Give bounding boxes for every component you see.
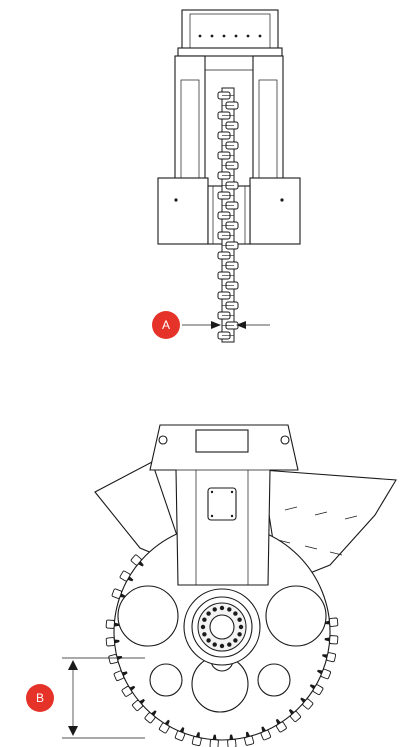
hub-bolt [219, 643, 225, 649]
cutter-tooth [105, 619, 120, 629]
cutter-tooth [119, 570, 134, 582]
left-housing [157, 177, 209, 245]
cutter-tooth [108, 654, 123, 665]
label-a: A [162, 318, 170, 332]
cutter-tooth [130, 554, 144, 567]
cutter-tooth [317, 668, 332, 680]
hub-bolt [212, 607, 217, 612]
hub-bolt [219, 605, 225, 611]
mounting-plate [181, 9, 279, 53]
label-b: B [36, 691, 44, 705]
cutter-tooth [275, 718, 287, 733]
cutter-tooth [121, 685, 136, 697]
cutter-tooth [324, 635, 339, 645]
hub-bolt [233, 638, 238, 643]
rock-wheel-side-view [94, 424, 397, 747]
hub-bolt [237, 617, 242, 622]
cutter-tooth [324, 617, 339, 627]
cutter-tooth [288, 709, 301, 722]
cutter-tooth [300, 697, 314, 710]
badge-a [152, 311, 180, 339]
cutter-tooth [260, 726, 272, 741]
wheel-teeth [105, 554, 339, 747]
dimension-b: B [26, 657, 145, 739]
hub-bolt [233, 611, 238, 616]
wheel-hole [257, 663, 291, 697]
wheel-hole [149, 663, 183, 697]
hub-bolt [202, 632, 207, 637]
cutter-tooth [244, 731, 255, 746]
cutter-tooth [158, 719, 170, 734]
left-arm [174, 55, 206, 187]
cutter-tooth [111, 588, 126, 599]
hub-bolt [227, 607, 232, 612]
wheel-hole [265, 585, 327, 647]
hub-bolt [212, 642, 217, 647]
hub-bolt [206, 611, 211, 616]
hub-bolt [206, 638, 211, 643]
dimension-a: A [152, 311, 270, 339]
hub-bolt [238, 624, 244, 630]
cutter-tooth [209, 734, 219, 747]
cutter-tooth [309, 684, 324, 696]
access-plate [207, 487, 237, 521]
hub-bolt [200, 624, 206, 630]
cutter-tooth [322, 652, 337, 663]
hub-bolt [227, 642, 232, 647]
hub-bolt [202, 617, 207, 622]
cutter-tooth [113, 670, 128, 682]
chain-trencher-front-view [157, 9, 301, 343]
hub-bolt [237, 632, 242, 637]
cutter-tooth [132, 698, 145, 711]
cutter-tooth [191, 732, 202, 747]
wheel-hole [117, 585, 179, 647]
badge-b [26, 684, 54, 712]
right-arm [252, 55, 284, 187]
cutter-tooth [227, 734, 237, 747]
cutter-tooth [144, 710, 157, 724]
chain-links [217, 91, 239, 340]
hub-bolts [200, 605, 244, 649]
right-housing [249, 177, 301, 245]
cutter-tooth [174, 727, 186, 742]
cutter-tooth [105, 637, 120, 647]
